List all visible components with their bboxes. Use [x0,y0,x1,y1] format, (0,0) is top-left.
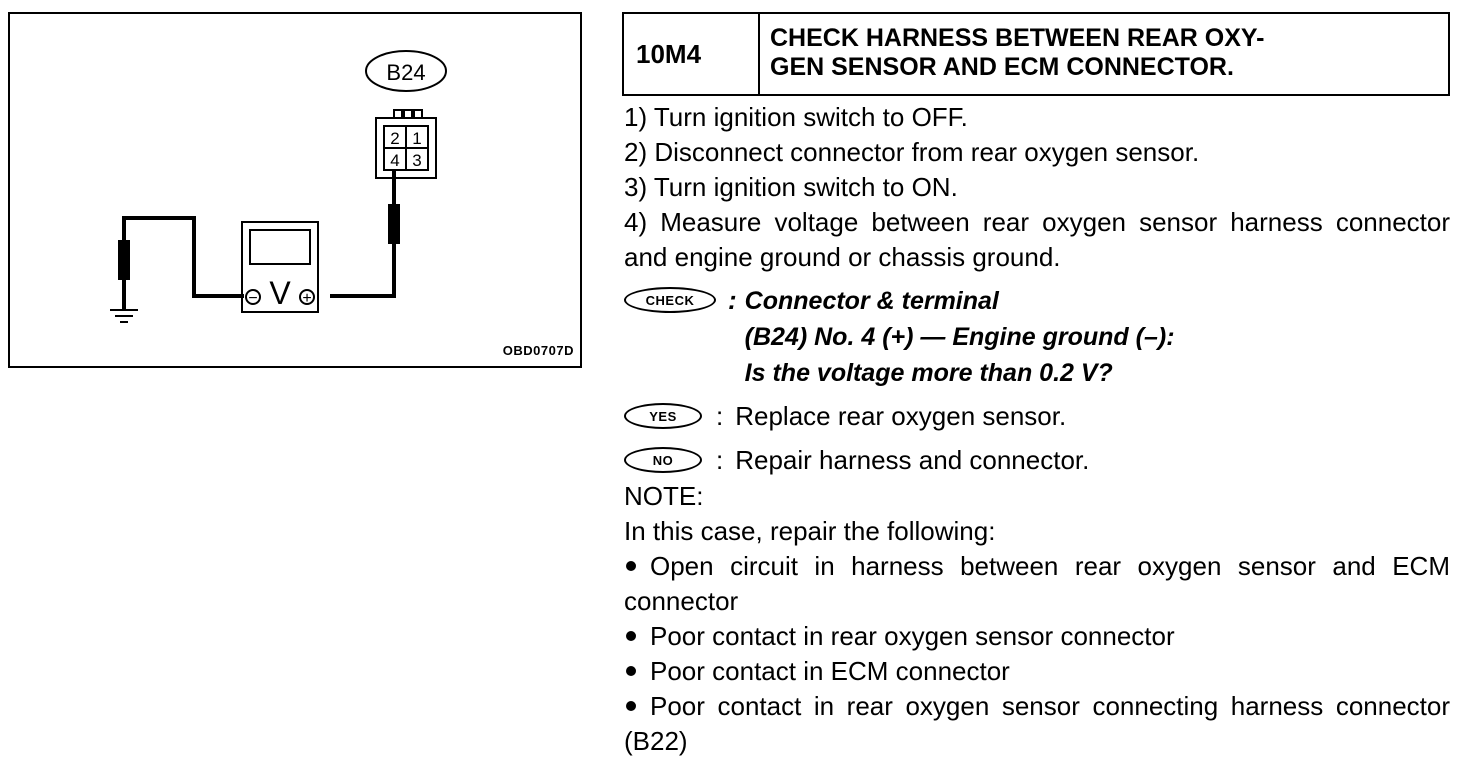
yes-answer: YES : Replace rear oxygen sensor. [624,397,1450,435]
check-colon: : [728,285,737,315]
connector-label-ellipse [365,50,447,92]
yes-badge: YES [624,403,702,429]
step-header: 10M4 CHECK HARNESS BETWEEN REAR OXY- GEN… [622,12,1450,96]
pin-3: 3 [412,151,421,170]
connector-b24 [375,117,437,179]
note-item: Open circuit in harness between rear oxy… [624,551,1450,616]
check-badge: CHECK [624,287,716,313]
no-badge: NO [624,447,702,473]
instruction-step: 4) Measure voltage between rear oxygen s… [624,207,1450,272]
no-colon: : [716,444,724,475]
check-line: Connector & terminal [744,287,999,315]
plus-sign: + [302,290,311,307]
voltmeter [241,221,319,313]
step-id: 10M4 [624,14,760,94]
pin-4: 4 [390,151,399,170]
negative-lead [122,216,244,310]
bullet-icon [626,561,636,571]
voltmeter-display [249,229,311,265]
note-intro: In this case, repair the following: [624,516,996,546]
voltmeter-symbol: V [269,275,291,311]
connector-latch [413,109,423,119]
positive-lead [330,170,396,298]
probe-negative [118,240,130,280]
connector-latch [403,109,413,119]
circuit-drawing: B24 2 1 4 3 V − + [110,50,447,323]
no-answer: NO : Repair harness and connector. [624,441,1450,479]
check-question: Connector & terminal (B24) No. 4 (+) — E… [745,283,1175,391]
step-title-line: CHECK HARNESS BETWEEN REAR OXY- [770,24,1265,52]
connector-label: B24 [386,60,425,85]
no-text: Repair harness and connector. [735,444,1090,475]
pin-1: 1 [412,129,421,148]
wiring-diagram: B24 2 1 4 3 V − + OBD0707D [8,12,582,368]
bullet-icon [626,701,636,711]
note-item: Poor contact in rear oxygen sensor conne… [624,691,1450,756]
bullet-icon [626,666,636,676]
procedure-body: 1) Turn ignition switch to OFF. 2) Disco… [624,100,1450,759]
note-label: NOTE: [624,481,704,511]
instruction-step: 1) Turn ignition switch to OFF. [624,102,968,132]
check-block: CHECK : Connector & terminal (B24) No. 4… [624,283,1450,391]
yes-text: Replace rear oxygen sensor. [735,400,1067,431]
connector-latch [393,109,403,119]
note-item: Poor contact in ECM connector [624,654,1450,689]
minus-terminal [245,289,261,305]
pin-2: 2 [390,129,399,148]
bullet-icon [626,631,636,641]
check-line: Is the voltage more than 0.2 V? [744,359,1113,387]
instruction-step: 3) Turn ignition switch to ON. [624,172,958,202]
instruction-step: 2) Disconnect connector from rear oxygen… [624,137,1200,167]
yes-colon: : [716,400,724,431]
note-item: Poor contact in rear oxygen sensor conne… [624,619,1450,654]
step-title: CHECK HARNESS BETWEEN REAR OXY- GEN SENS… [760,14,1448,94]
step-title-line: GEN SENSOR AND ECM CONNECTOR. [770,53,1234,81]
minus-sign: − [248,290,257,307]
figure-code: OBD0707D [502,343,574,358]
plus-terminal [299,289,315,305]
check-line: (B24) No. 4 (+) — Engine ground (–): [744,323,1175,351]
